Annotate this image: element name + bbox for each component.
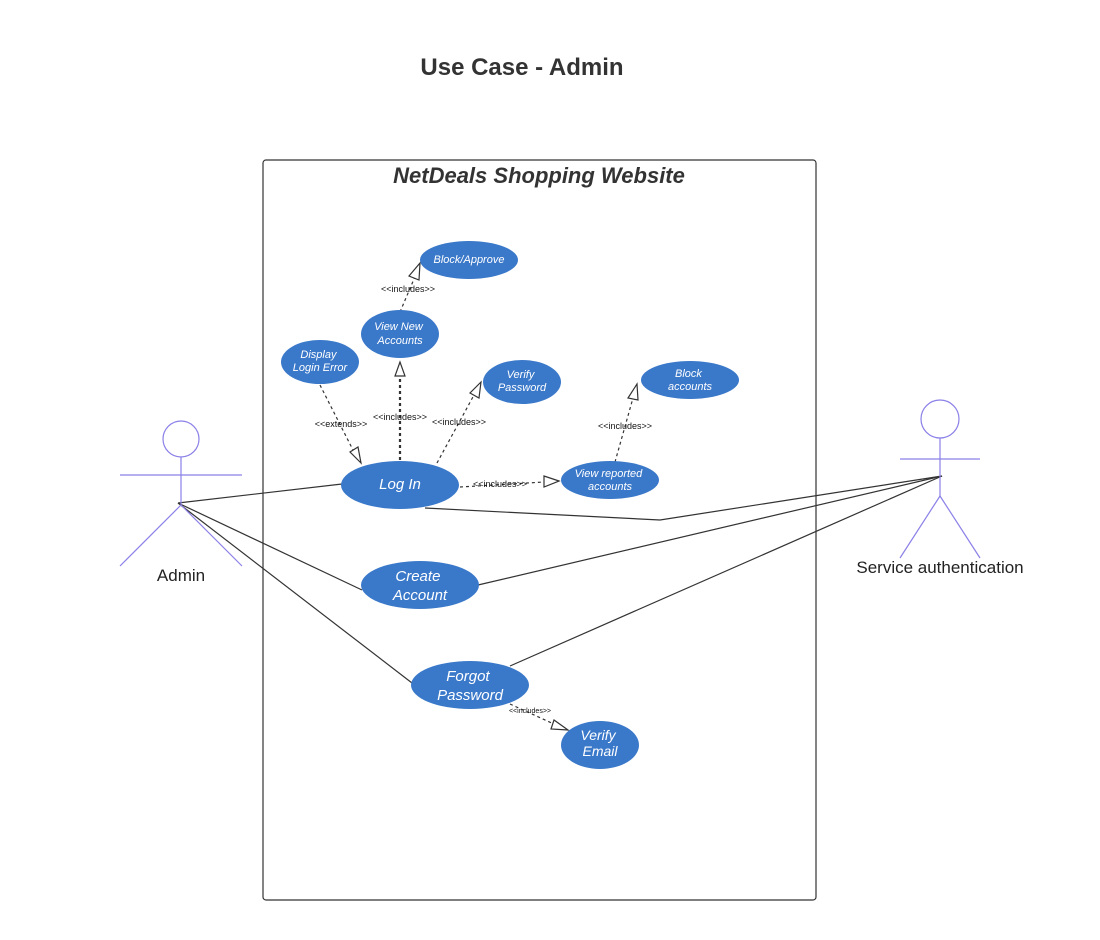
actor-admin-head [162, 420, 200, 458]
association-admin-create-account [177, 502, 363, 591]
use-case-verify-password[interactable]: Verify Password [483, 360, 561, 404]
use-case-label-line1: View reported [575, 468, 644, 480]
use-case-label-line2: Email [582, 743, 618, 759]
use-case-label-line1: Block [675, 368, 702, 380]
includes-label-view-reported: <<includes>> [473, 479, 527, 489]
includes-label-verify-password: <<includes>> [432, 417, 486, 427]
use-case-label-line2: Login Error [293, 362, 349, 374]
actor-service-label: Service authentication [856, 558, 1023, 577]
svg-text:Create Account: Create Account [392, 568, 448, 604]
association-service-create-account [477, 475, 943, 586]
svg-text:Verify Email: Verify Email [580, 727, 619, 759]
use-case-label-line1: Verify [580, 727, 616, 743]
association-service-login [424, 475, 943, 521]
use-case-display-login-error[interactable]: Display Login Error [281, 340, 359, 384]
svg-text:View reported accounts: View reported accounts [575, 468, 646, 493]
svg-text:Verify Password: Verify Password [498, 369, 547, 394]
includes-label-block-approve: <<includes>> [381, 284, 435, 294]
svg-text:Block accounts: Block accounts [668, 368, 713, 393]
svg-text:View New Accounts: View New Accounts [374, 321, 426, 347]
page-title: Use Case - Admin [420, 54, 623, 81]
svg-text:Forgot Password: Forgot Password [437, 668, 504, 704]
system-boundary [262, 159, 817, 901]
use-case-label: Block/Approve [434, 254, 505, 266]
use-case-label-line2: Password [437, 687, 504, 704]
use-case-label: Log In [379, 476, 421, 493]
actor-admin[interactable]: Admin [119, 420, 243, 585]
system-title: NetDeals Shopping Website [393, 163, 685, 188]
use-case-block-approve[interactable]: Block/Approve [420, 241, 518, 279]
actor-service-authentication[interactable]: Service authentication [856, 399, 1024, 577]
use-case-label-line1: Forgot [446, 668, 490, 685]
use-case-create-account[interactable]: Create Account [361, 561, 479, 609]
includes-label-verify-email: <<includes>> [509, 708, 551, 715]
includes-block-accounts-arrowhead [627, 382, 639, 401]
association-admin-forgot-password [177, 502, 413, 684]
association-admin-login [177, 483, 343, 504]
actor-admin-label: Admin [157, 566, 205, 585]
includes-block-approve-arrowhead [408, 261, 421, 281]
use-case-view-reported-accounts[interactable]: View reported accounts [561, 461, 659, 499]
use-case-forgot-password[interactable]: Forgot Password [411, 661, 529, 709]
dependencies [319, 261, 639, 731]
use-case-label-line2: Account [392, 587, 448, 604]
use-case-label-line2: accounts [588, 481, 633, 493]
use-case-label-line2: Accounts [376, 335, 423, 347]
includes-verify-email-arrowhead [550, 719, 571, 731]
use-case-label-line1: View New [374, 321, 424, 333]
use-case-label-line1: Verify [507, 369, 536, 381]
use-case-verify-email[interactable]: Verify Email [561, 721, 639, 769]
association-service-forgot-password [509, 475, 943, 667]
use-case-label-line1: Create [395, 568, 440, 585]
includes-view-new-arrowhead [394, 360, 406, 377]
use-case-view-new-accounts[interactable]: View New Accounts [361, 310, 439, 358]
includes-block-accounts-line [614, 397, 634, 463]
includes-label-block-accounts: <<includes>> [598, 421, 652, 431]
includes-view-reported-line [459, 481, 545, 488]
actor-service-head [920, 399, 960, 439]
use-case-log-in[interactable]: Log In [341, 461, 459, 509]
includes-view-reported-arrowhead [543, 475, 561, 488]
includes-verify-password-line [436, 394, 475, 464]
extends-display-error-line [319, 384, 354, 451]
use-case-label-line2: Password [498, 382, 547, 394]
relation-labels: <<includes>> <<extends>> <<includes>> <<… [315, 284, 652, 715]
extends-label-display-error: <<extends>> [315, 419, 368, 429]
use-case-block-accounts[interactable]: Block accounts [641, 361, 739, 399]
use-case-label-line2: accounts [668, 381, 713, 393]
associations [177, 475, 943, 684]
includes-verify-email-line [509, 703, 557, 726]
use-case-label-line1: Display [300, 349, 338, 361]
svg-text:Display Login Error: Display Login Error [293, 349, 349, 374]
includes-verify-password-arrowhead [469, 380, 482, 399]
includes-label-view-new: <<includes>> [373, 412, 427, 422]
extends-display-error-arrowhead [349, 446, 362, 465]
